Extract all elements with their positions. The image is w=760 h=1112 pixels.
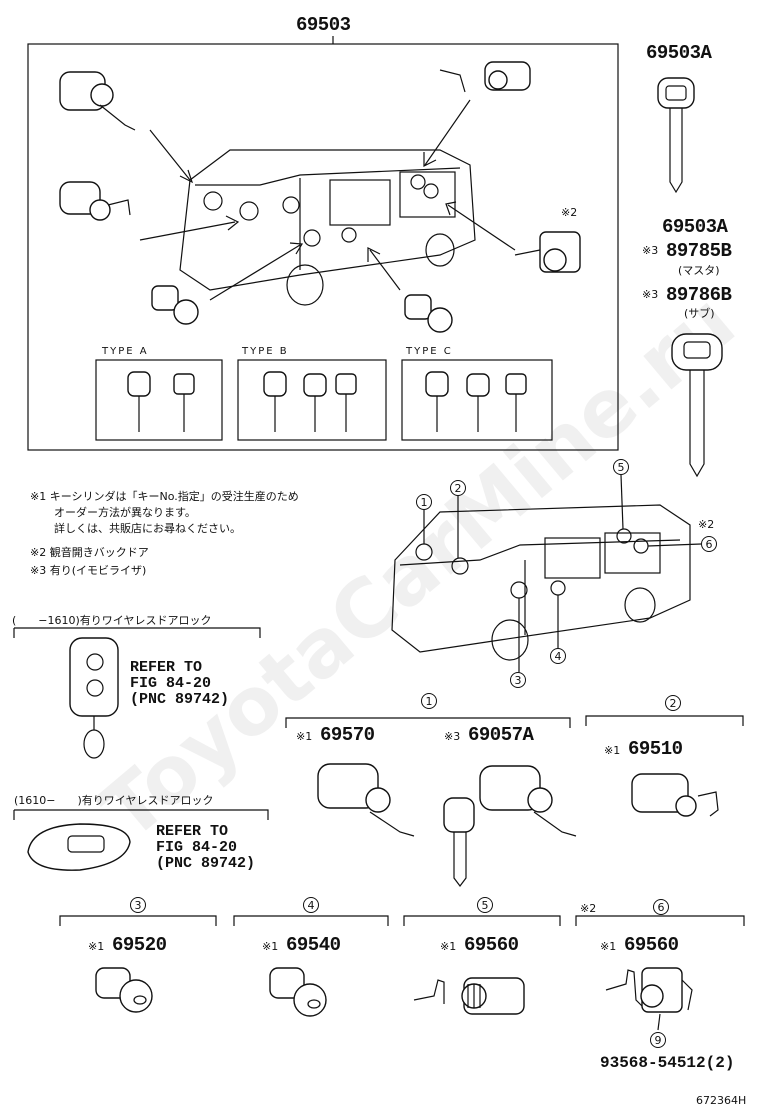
remote2-header: (1610− )有りワイヤレスドアロック	[14, 794, 214, 807]
note-1-line3: 詳しくは、共販店にお尋ねください。	[54, 522, 241, 535]
van-illustration-callouts	[391, 474, 702, 672]
group5-bracket	[403, 915, 561, 926]
callout-3: 3	[510, 672, 526, 688]
group4-bracket	[233, 915, 389, 926]
key-sub-sub: (サブ)	[684, 307, 715, 320]
group1-bracket	[285, 717, 571, 728]
note-3: ※3 有り(イモビライザ)	[30, 564, 147, 577]
group3-item1-part-number: 69520	[112, 934, 167, 956]
cylinder-icon	[151, 285, 199, 325]
bolt-leader	[657, 1013, 661, 1031]
callout-6: 6	[701, 536, 717, 552]
type-b-label: TYPE B	[242, 346, 289, 357]
note-mark-2-top: ※2	[561, 206, 578, 219]
group4-num: 4	[303, 897, 319, 913]
group6-num: 6	[653, 899, 669, 915]
group6-bracket	[575, 915, 745, 926]
bolt-part-number: 93568-54512(2)	[600, 1054, 735, 1072]
group1-item2-mark: ※3	[444, 730, 461, 743]
main-set-diagram	[27, 36, 619, 451]
cylinder-icon	[605, 967, 693, 1013]
main-set-part-number: 69503	[296, 14, 351, 36]
group5-item1-mark: ※1	[440, 940, 457, 953]
callout-2: 2	[450, 480, 466, 496]
cylinder-icon	[59, 181, 131, 221]
group3-bracket	[59, 915, 217, 926]
group1-item1-mark: ※1	[296, 730, 313, 743]
cylinder-with-key-icon	[443, 765, 577, 887]
group1-num: 1	[421, 693, 437, 709]
cylinder-icon	[631, 773, 719, 817]
callout-1: 1	[416, 494, 432, 510]
key-mark-sub: ※3	[642, 288, 659, 301]
key-part-number-top: 69503A	[646, 42, 712, 64]
bolt-callout: 9	[650, 1032, 666, 1048]
cylinder-icon	[59, 71, 136, 131]
remote2-frame	[13, 809, 269, 820]
cylinder-icon	[404, 294, 453, 333]
cylinder-icon	[95, 967, 153, 1013]
group5-num: 5	[477, 897, 493, 913]
note-mark-2-van: ※2	[698, 518, 715, 531]
key-icon	[657, 77, 695, 194]
remote1-refer-text: REFER TO FIG 84-20 (PNC 89742)	[130, 659, 230, 708]
remote2-refer-text: REFER TO FIG 84-20 (PNC 89742)	[156, 823, 256, 872]
cylinder-icon	[514, 231, 581, 273]
cylinder-icon	[439, 61, 531, 93]
van-illustration-top	[179, 149, 476, 306]
group4-item1-mark: ※1	[262, 940, 279, 953]
key-icon	[671, 333, 723, 478]
group6-pre-mark: ※2	[580, 902, 597, 915]
group2-bracket	[585, 715, 744, 726]
figure-id: 672364H	[696, 1094, 747, 1107]
cylinder-icon	[317, 763, 415, 837]
smart-key-icon	[27, 823, 131, 871]
key-part-number-mid: 69503A	[662, 216, 728, 238]
note-2: ※2 観音開きバックドア	[30, 546, 149, 559]
group6-item1-mark: ※1	[600, 940, 617, 953]
key-master-part-number: 89785B	[666, 240, 732, 262]
remote-fob-icon	[69, 637, 119, 759]
key-sub-part-number: 89786B	[666, 284, 732, 306]
group6-item1-part-number: 69560	[624, 934, 679, 956]
cylinder-icon	[269, 967, 327, 1017]
group4-item1-part-number: 69540	[286, 934, 341, 956]
group3-num: 3	[130, 897, 146, 913]
group5-item1-part-number: 69560	[464, 934, 519, 956]
group2-item1-part-number: 69510	[628, 738, 683, 760]
remote1-header: ( −1610)有りワイヤレスドアロック	[12, 614, 212, 627]
callout-5: 5	[613, 459, 629, 475]
group3-item1-mark: ※1	[88, 940, 105, 953]
key-master-sub: (マスタ)	[678, 264, 720, 277]
type-a-label: TYPE A	[102, 346, 149, 357]
callout-4: 4	[550, 648, 566, 664]
remote1-frame	[13, 627, 261, 638]
cylinder-icon	[413, 977, 525, 1015]
group1-item2-part-number: 69057A	[468, 724, 534, 746]
note-1: ※1 キーシリンダは「キーNo.指定」の受注生産のため	[30, 490, 299, 503]
type-key-icons	[127, 371, 527, 432]
type-c-label: TYPE C	[406, 346, 453, 357]
key-mark-master: ※3	[642, 244, 659, 257]
group2-item1-mark: ※1	[604, 744, 621, 757]
group2-num: 2	[665, 695, 681, 711]
note-1-line2: オーダー方法が異なります。	[54, 506, 196, 519]
group1-item1-part-number: 69570	[320, 724, 375, 746]
